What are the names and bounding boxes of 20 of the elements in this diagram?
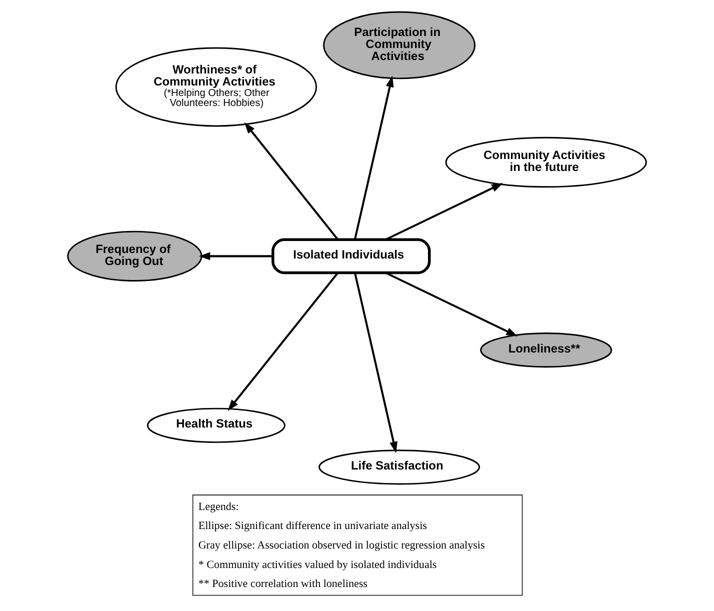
arrow xyxy=(354,76,394,240)
node-ellipse: Frequency of Going Out xyxy=(67,230,202,282)
arrow xyxy=(228,272,338,411)
label: ** Positive correlation with loneliness xyxy=(198,578,368,590)
label: * Community activities valued by isolated individuals xyxy=(198,558,437,571)
node-ellipse: Life Satisfaction xyxy=(318,450,480,485)
node-box: Isolated Individuals xyxy=(272,238,431,274)
arrow xyxy=(354,272,398,454)
node-ellipse: Loneliness** xyxy=(480,332,612,368)
arrow xyxy=(385,272,518,336)
label: Legends: xyxy=(198,500,239,513)
arrow xyxy=(198,252,273,260)
node-ellipse: Participation in Community Activities xyxy=(323,11,476,80)
arrow xyxy=(385,183,504,241)
node-ellipse: Health Status xyxy=(146,408,286,443)
node-ellipse: Worthiness* of Community Activities (*Helping Others; Other Volunteers: Hobbies) xyxy=(115,47,318,127)
node-ellipse: Community Activities in the future xyxy=(445,136,647,188)
arrow xyxy=(244,122,338,240)
label: Ellipse: Significant difference in univariate analysis xyxy=(198,520,427,532)
label: Gray ellipse: Association observed in logistic regression analysis xyxy=(198,539,485,552)
